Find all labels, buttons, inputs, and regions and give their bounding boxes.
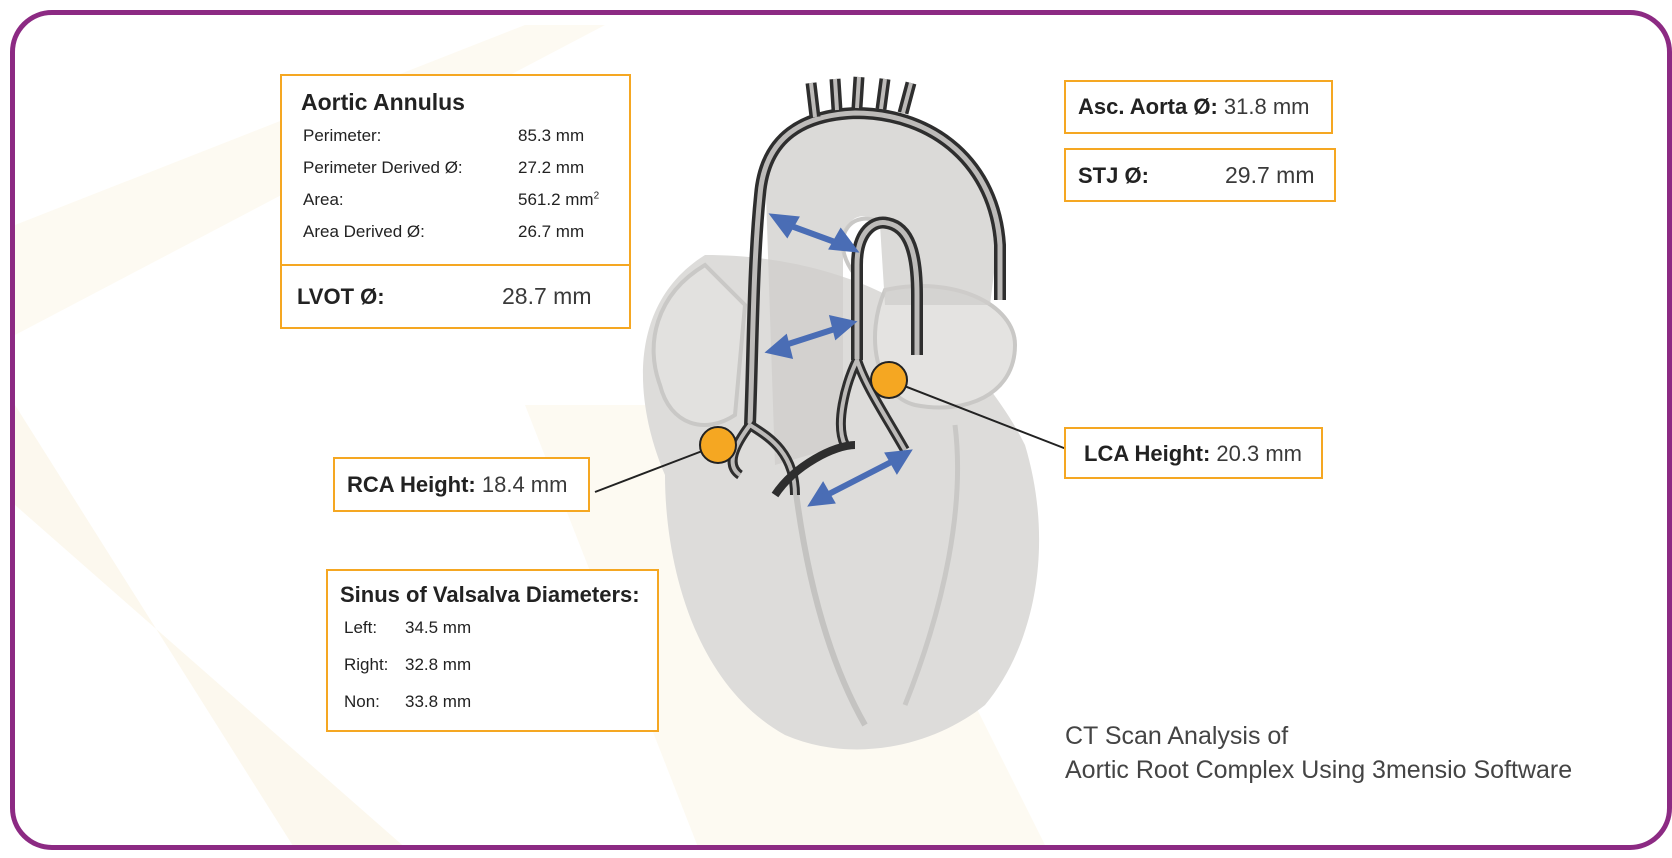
perimeter-value: 85.3 mm [518, 126, 584, 146]
stj-label: STJ Ø: [1078, 163, 1149, 189]
aortic-annulus-box: Aortic Annulus Perimeter: 85.3 mm Perime… [280, 74, 631, 267]
sinus-right-label: Right: [344, 655, 388, 675]
lca-height-box: LCA Height: 20.3 mm [1064, 427, 1323, 479]
lvot-box: LVOT Ø: 28.7 mm [280, 264, 631, 329]
asc-aorta-value: 31.8 mm [1224, 94, 1310, 119]
lvot-value: 28.7 mm [502, 283, 591, 310]
area-value: 561.2 mm2 [518, 190, 599, 210]
sinus-non-label: Non: [344, 692, 380, 712]
right-atrium [654, 265, 745, 425]
sinus-right-value: 32.8 mm [405, 655, 471, 675]
caption-line-1: CT Scan Analysis of [1065, 722, 1288, 751]
sinus-title: Sinus of Valsalva Diameters: [340, 582, 640, 608]
perimeter-label: Perimeter: [303, 126, 381, 146]
stj-box: STJ Ø: 29.7 mm [1064, 148, 1336, 202]
asc-aorta-text: Asc. Aorta Ø: 31.8 mm [1078, 94, 1310, 120]
area-label: Area: [303, 190, 344, 210]
sinus-non-value: 33.8 mm [405, 692, 471, 712]
rca-label: RCA Height: [347, 472, 476, 497]
aortic-annulus-title: Aortic Annulus [301, 89, 465, 116]
asc-aorta-box: Asc. Aorta Ø: 31.8 mm [1064, 80, 1333, 134]
lca-text: LCA Height: 20.3 mm [1084, 441, 1302, 467]
stj-value: 29.7 mm [1225, 162, 1314, 189]
rca-marker [700, 427, 736, 463]
asc-aorta-label: Asc. Aorta Ø: [1078, 94, 1218, 119]
lca-value: 20.3 mm [1216, 441, 1302, 466]
sinus-left-value: 34.5 mm [405, 618, 471, 638]
area-derived-label: Area Derived Ø: [303, 222, 425, 242]
heart-illustration [15, 15, 1672, 850]
area-derived-value: 26.7 mm [518, 222, 584, 242]
diagram-frame [10, 10, 1672, 850]
lvot-label: LVOT Ø: [297, 284, 385, 310]
lca-marker [871, 362, 907, 398]
rca-text: RCA Height: 18.4 mm [347, 472, 567, 498]
rca-height-box: RCA Height: 18.4 mm [333, 457, 590, 512]
sinus-left-label: Left: [344, 618, 377, 638]
sinus-valsalva-box: Sinus of Valsalva Diameters: Left: 34.5 … [326, 569, 659, 732]
perimeter-derived-label: Perimeter Derived Ø: [303, 158, 463, 178]
perimeter-derived-value: 27.2 mm [518, 158, 584, 178]
caption-line-2: Aortic Root Complex Using 3mensio Softwa… [1065, 756, 1572, 785]
lca-label: LCA Height: [1084, 441, 1210, 466]
rca-value: 18.4 mm [482, 472, 568, 497]
